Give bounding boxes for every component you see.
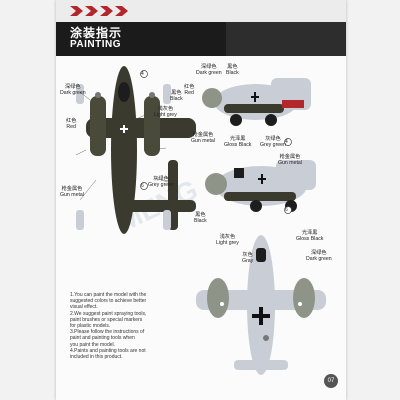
note-line: suggested colors to achieve better <box>70 298 147 305</box>
instruction-sheet: 涂装指示 PAINTING MENG <box>56 0 346 400</box>
note-line: paint and painting tools when <box>70 335 135 342</box>
title-chinese: 涂装指示 <box>70 26 123 40</box>
callout-number: 4 <box>285 139 288 145</box>
note-line: included in this product. <box>70 354 123 361</box>
note-line: paint brushes or special markers <box>70 316 143 323</box>
note-line: for plastic models. <box>70 323 111 330</box>
callout-number: 4 <box>141 71 144 77</box>
section-header <box>56 22 346 56</box>
painting-notes: 1.You can paint the model with the sugge… <box>70 292 190 360</box>
note-line: 2.We suggest paint spraying tools, <box>70 310 147 317</box>
callout-number: 6 <box>141 183 144 189</box>
header-bar <box>56 22 226 56</box>
aircraft-top-view <box>75 66 326 375</box>
note-line: you paint the model. <box>70 341 116 348</box>
callout-number: 6 <box>285 207 288 213</box>
note-line: 3.Please follow the instructions of <box>70 329 145 336</box>
chevron-icon <box>70 6 128 16</box>
note-line: 4.Paints and painting tools are not <box>70 347 146 354</box>
chevron-band <box>56 0 346 22</box>
note-line: visual effect. <box>70 304 98 311</box>
title-english: PAINTING <box>70 39 122 50</box>
note-line: 1.You can paint the model with the <box>70 292 147 298</box>
page-number: 07 <box>324 374 338 388</box>
